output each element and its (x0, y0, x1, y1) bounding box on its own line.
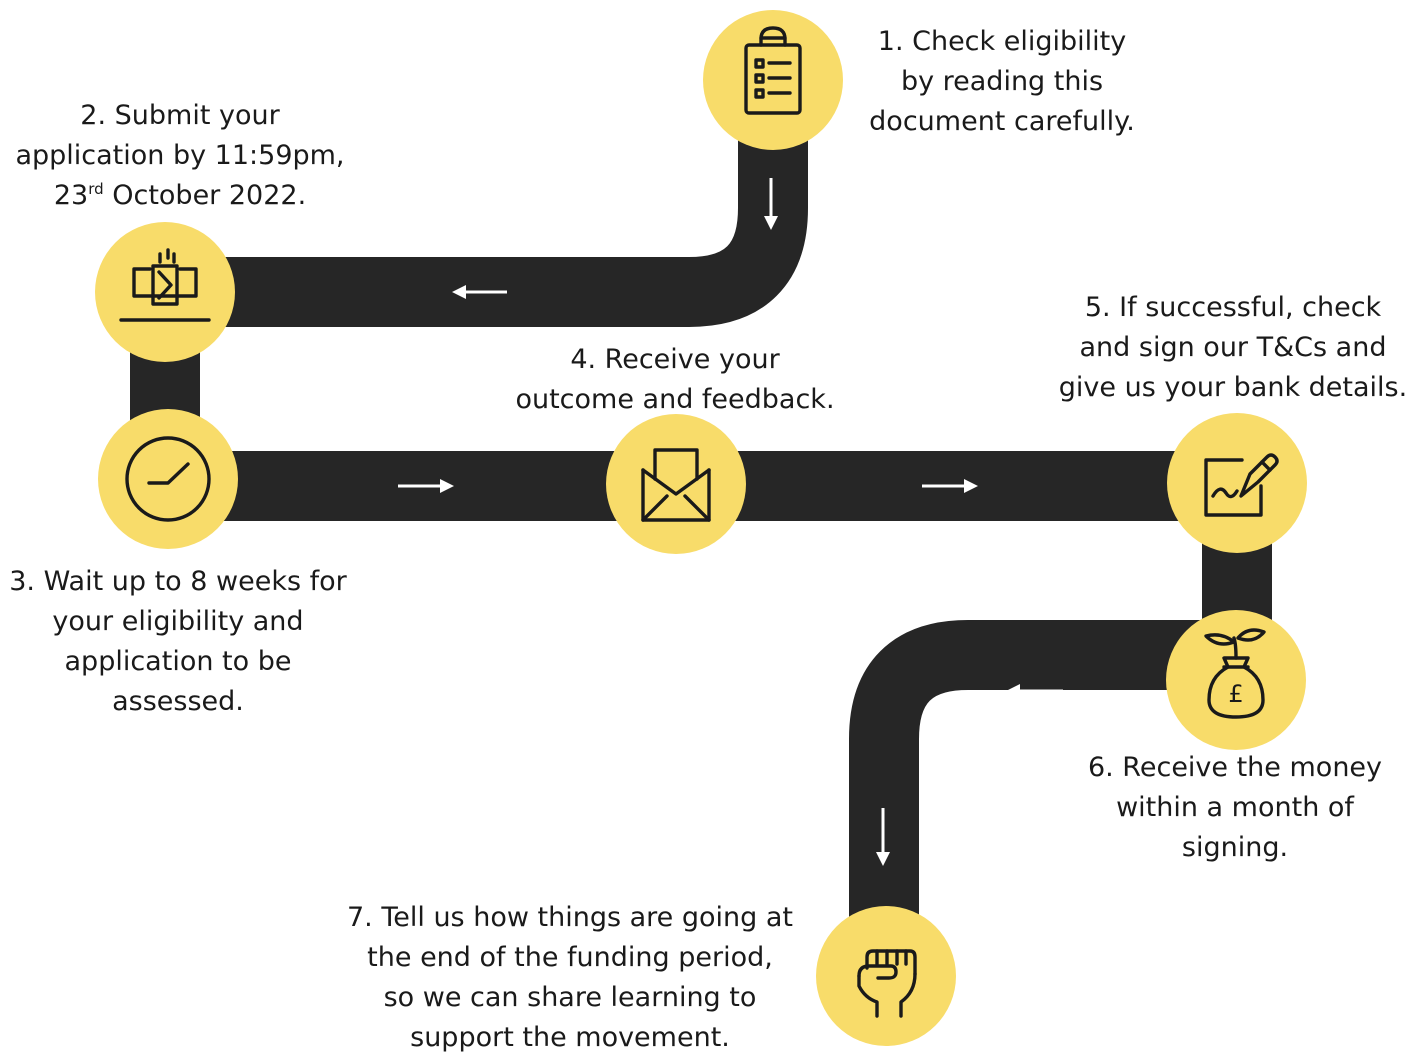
clipboard-checklist-icon (744, 26, 802, 115)
step-2-text: 2. Submit your application by 11:59pm, 2… (10, 96, 350, 216)
step-5-text: 5. If successful, check and sign our T&C… (1058, 292, 1408, 403)
step-node-1 (703, 10, 843, 150)
arrow-right (398, 479, 454, 493)
pound-symbol: £ (1228, 680, 1243, 708)
arrow-down (876, 808, 890, 866)
envelope-icon (641, 448, 711, 522)
step-4-text: 4. Receive your outcome and feedback. (515, 344, 835, 415)
step-node-4 (606, 414, 746, 554)
step-3-text: 3. Wait up to 8 weeks for your eligibili… (9, 566, 347, 717)
step-6-text: 6. Receive the money within a month of s… (1087, 752, 1383, 863)
arrow-down (764, 178, 778, 230)
step-node-7 (816, 906, 956, 1046)
step-node-3 (98, 409, 238, 549)
laptop-envelope-icon (119, 248, 211, 322)
signed-document-icon (1204, 453, 1279, 517)
raised-fist-icon (857, 949, 917, 1018)
step-2-date: 23rd October 2022. (53, 180, 307, 211)
step-node-6: £ (1166, 610, 1306, 750)
clock-icon (125, 436, 211, 522)
arrow-right (922, 479, 978, 493)
money-bag-plant-icon (1204, 628, 1266, 719)
arrow-left (1006, 684, 1063, 698)
step-1-text: 1. Check eligibility by reading this doc… (869, 26, 1135, 137)
step-node-5 (1167, 413, 1307, 553)
step-7-text: 7. Tell us how things are going at the e… (347, 902, 793, 1053)
step-node-2 (95, 222, 235, 362)
arrow-left (452, 285, 507, 299)
